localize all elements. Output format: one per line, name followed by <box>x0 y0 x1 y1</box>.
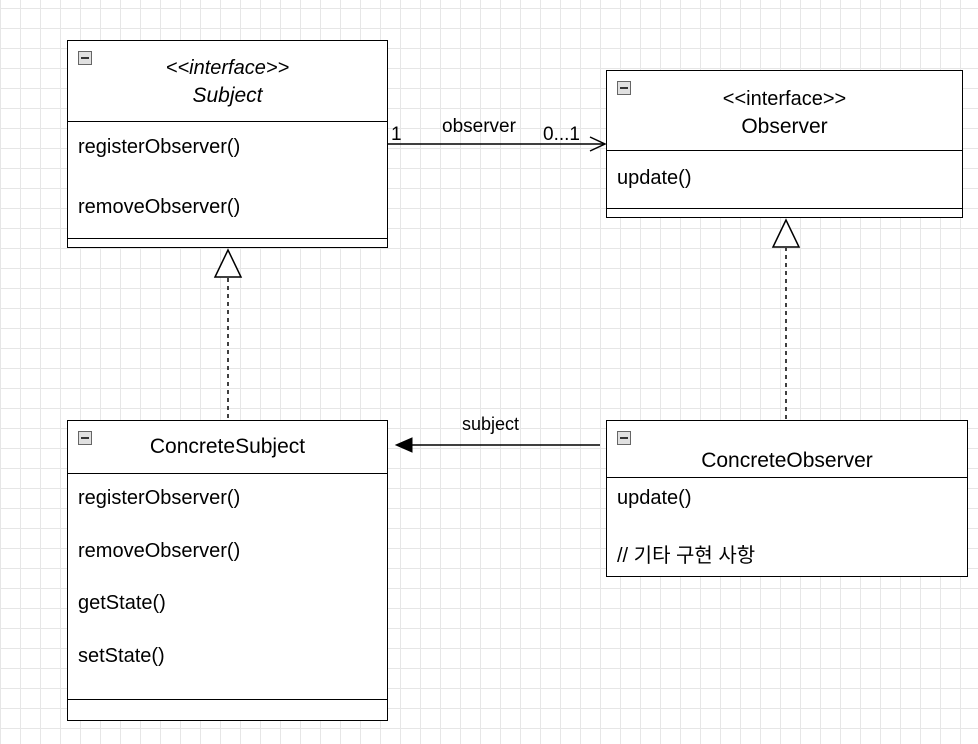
subject-header: <<interface>> Subject <box>68 41 387 122</box>
collapse-icon[interactable] <box>617 81 631 95</box>
observer-role-label: observer <box>442 116 516 137</box>
subject-name: Subject <box>192 84 263 107</box>
concreteobserver-op-update[interactable]: update() <box>617 487 692 509</box>
observer-name: Observer <box>741 115 828 138</box>
collapse-icon[interactable] <box>78 431 92 445</box>
subject-op-register-observer[interactable]: registerObserver() <box>78 136 241 158</box>
source-multiplicity-label: 1 <box>391 124 402 145</box>
realization-concreteobserver-to-observer <box>771 218 801 419</box>
observer-op-update[interactable]: update() <box>617 167 692 189</box>
concretesubject-op-register-observer[interactable]: registerObserver() <box>78 487 241 509</box>
subject-separator <box>68 238 387 239</box>
concreteobserver-header: ConcreteObserver <box>607 421 967 478</box>
concreteobserver-comment: // 기타 구현 사항 <box>617 545 756 567</box>
realization-concretesubject-to-subject <box>213 248 243 418</box>
concretesubject-separator <box>68 699 387 700</box>
observer-interface-box[interactable]: <<interface>> Observer update() <box>606 70 963 218</box>
subject-role-label: subject <box>462 414 520 434</box>
concretesubject-class-box[interactable]: ConcreteSubject registerObserver() remov… <box>67 420 388 721</box>
concretesubject-op-get-state[interactable]: getState() <box>78 592 166 614</box>
observer-header: <<interface>> Observer <box>607 71 962 151</box>
collapse-icon[interactable] <box>78 51 92 65</box>
subject-stereotype: <<interface>> <box>165 57 290 79</box>
collapse-icon[interactable] <box>617 431 631 445</box>
observer-stereotype: <<interface>> <box>722 88 847 110</box>
concretesubject-name: ConcreteSubject <box>149 435 306 458</box>
concretesubject-op-remove-observer[interactable]: removeObserver() <box>78 540 241 562</box>
concreteobserver-name: ConcreteObserver <box>701 449 873 472</box>
subject-interface-box[interactable]: <<interface>> Subject registerObserver()… <box>67 40 388 248</box>
association-subject-to-observer <box>388 136 607 152</box>
concretesubject-header: ConcreteSubject <box>68 421 387 474</box>
concretesubject-op-set-state[interactable]: setState() <box>78 645 165 667</box>
observer-separator <box>607 208 962 209</box>
target-multiplicity-label: 0...1 <box>543 124 580 145</box>
concreteobserver-class-box[interactable]: ConcreteObserver update() // 기타 구현 사항 <box>606 420 968 577</box>
association-concreteobserver-to-concretesubject <box>394 437 600 453</box>
subject-op-remove-observer[interactable]: removeObserver() <box>78 196 241 218</box>
